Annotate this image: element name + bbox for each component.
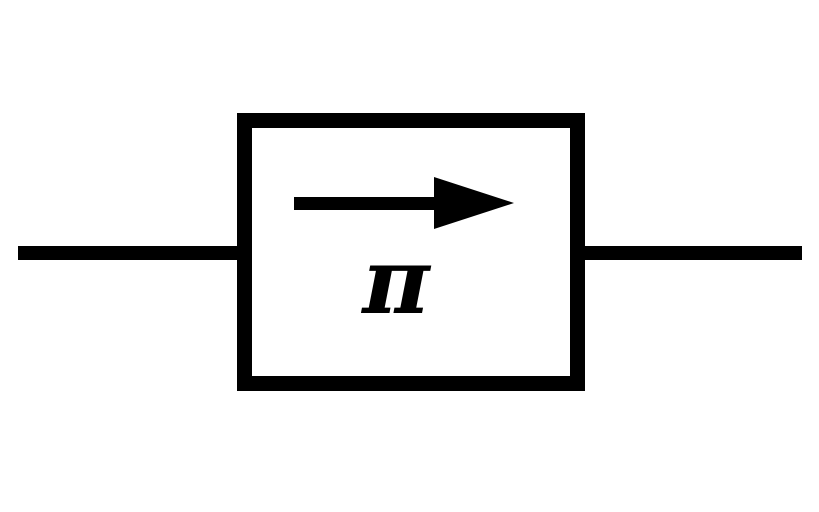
component-box: π <box>237 113 585 391</box>
right-arrow-icon <box>294 177 514 229</box>
pi-symbol: π <box>362 227 430 335</box>
arrow-head <box>434 177 514 229</box>
arrow-shaft <box>294 196 436 210</box>
right-lead-wire <box>578 246 802 260</box>
left-lead-wire <box>18 246 244 260</box>
